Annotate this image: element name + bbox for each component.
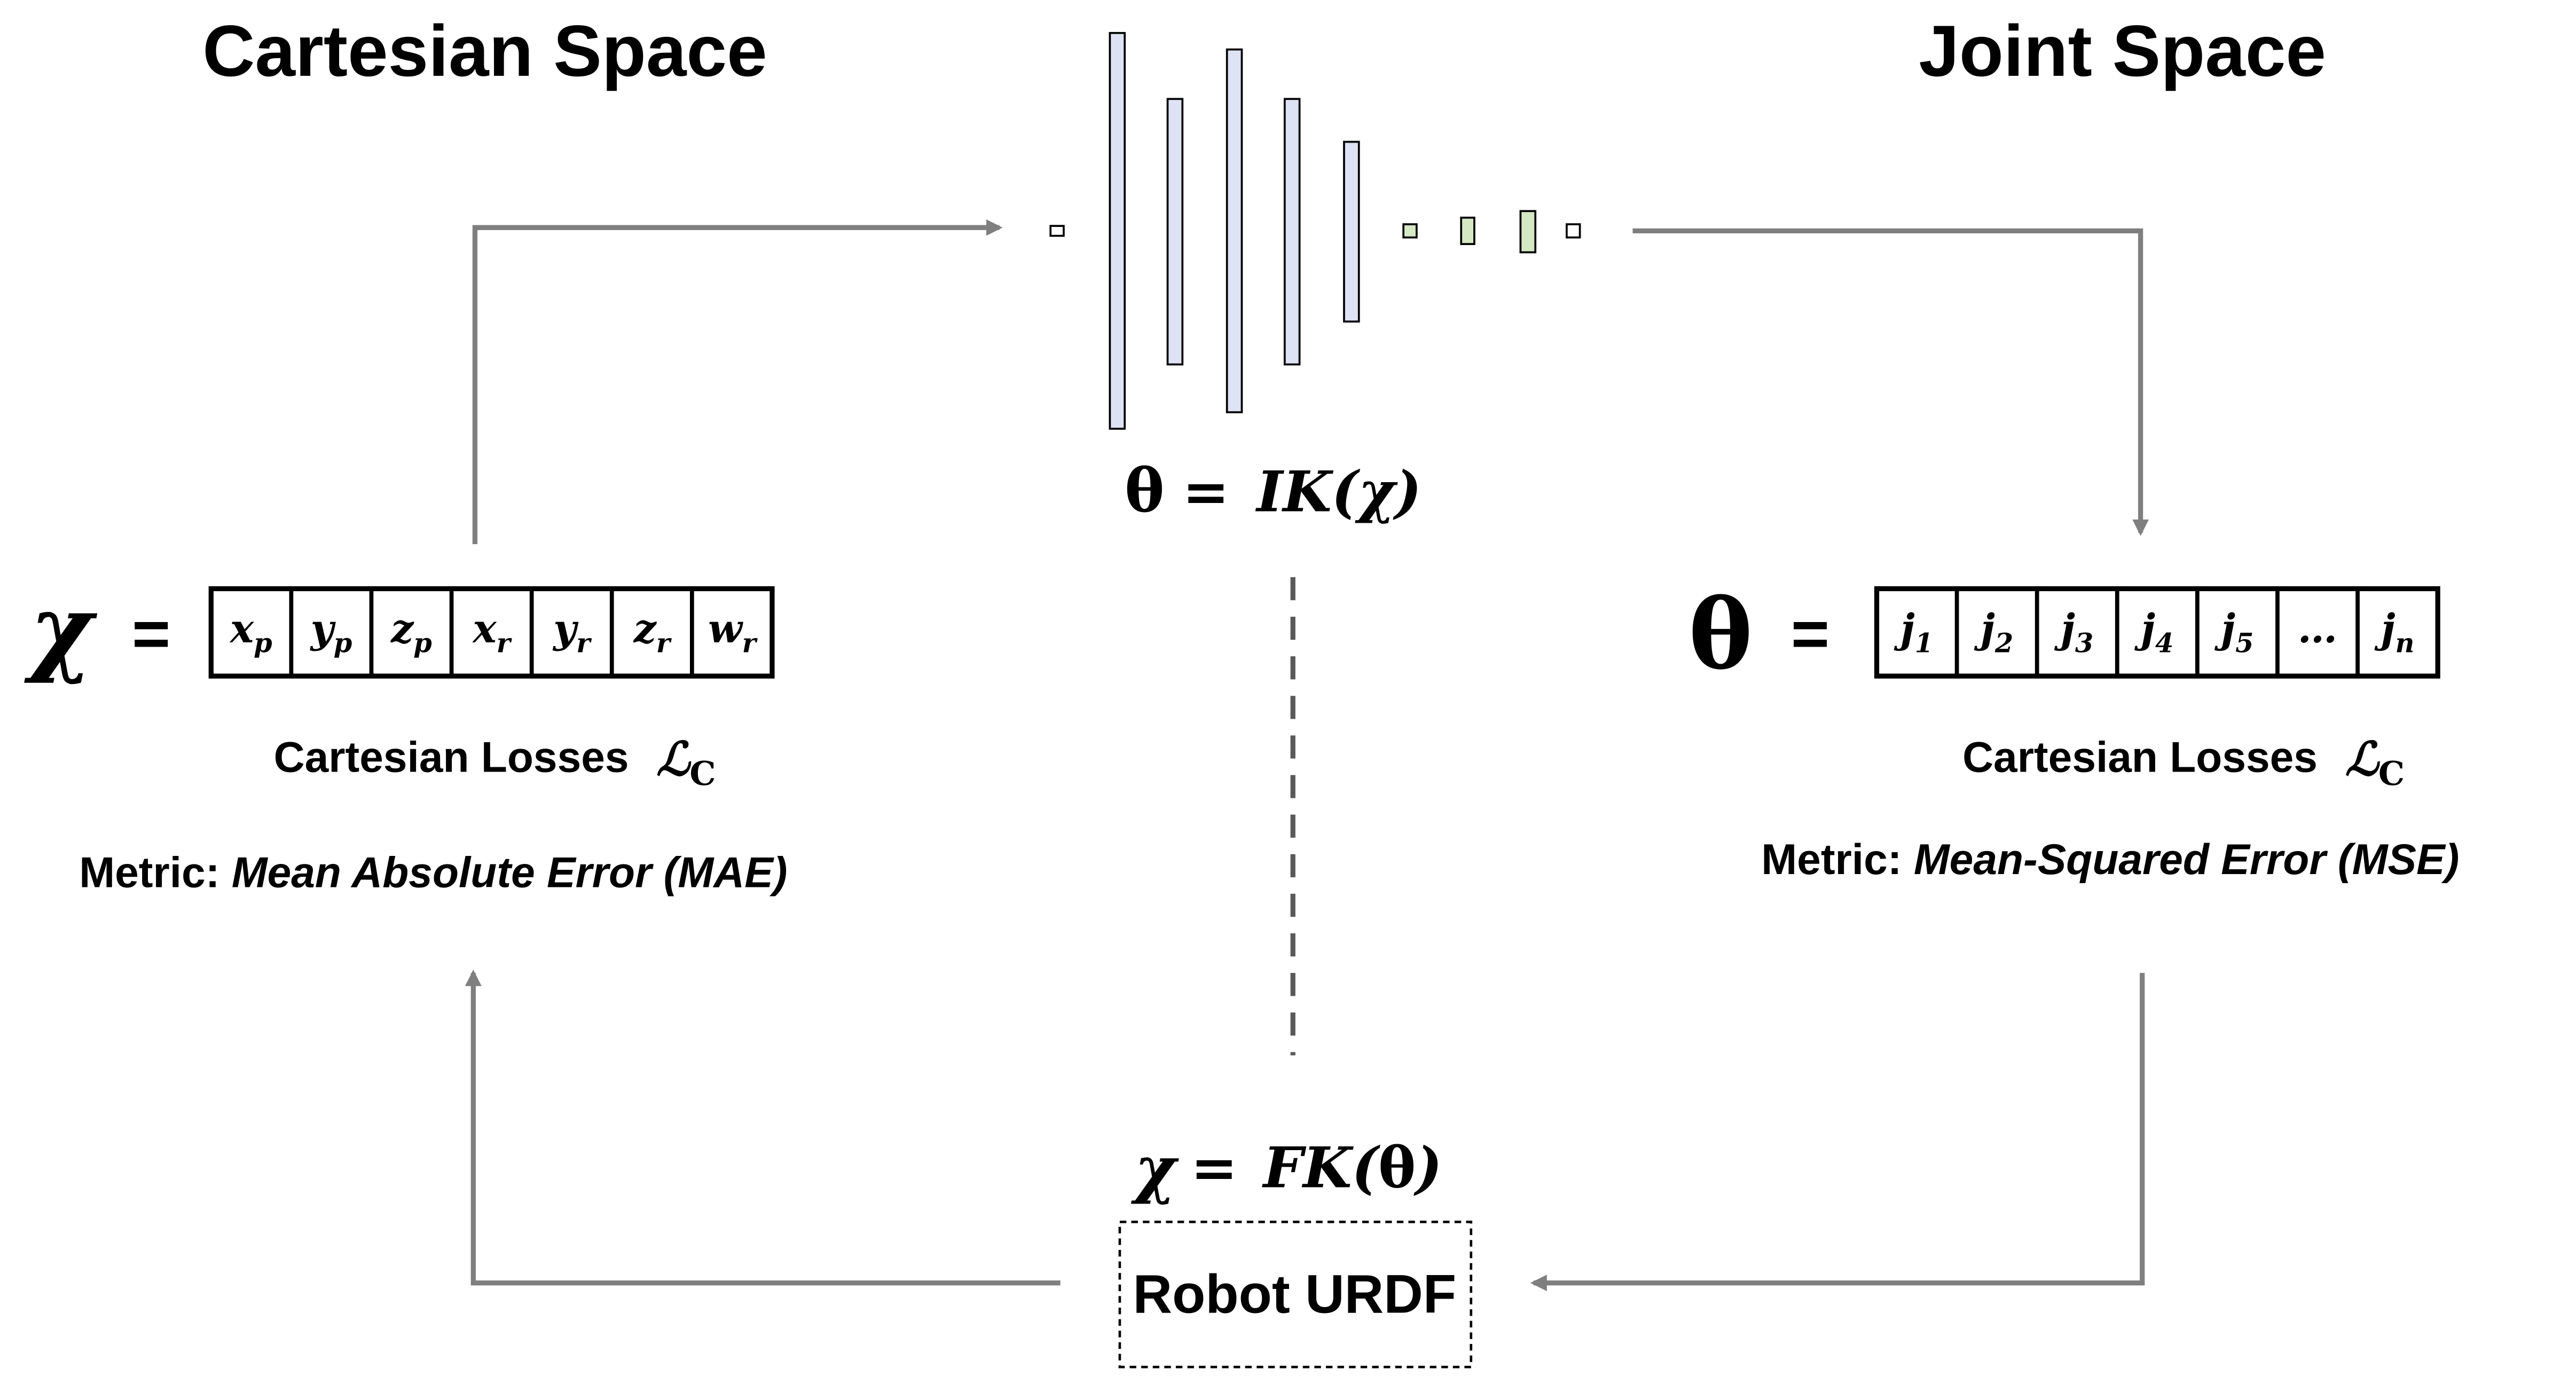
arrow-network-to-joint (1632, 228, 2149, 536)
nn-layer-3 (1166, 98, 1184, 366)
cartesian-vector-cell-7: wr (708, 605, 758, 659)
cartesian-space-title: Cartesian Space (202, 10, 767, 91)
nn-layer-10 (1566, 223, 1581, 239)
nn-layer-2 (1109, 32, 1126, 430)
nn-layer-5 (1283, 98, 1301, 366)
right-loss-label: Cartesian Losses (1962, 733, 2318, 781)
ik-equals: = (1182, 458, 1229, 524)
joint-vector-border (1874, 586, 2440, 679)
arrow-joint-to-urdf (1530, 973, 2145, 1292)
cartesian-vector-cell-6: zr (633, 605, 672, 659)
arrow-cartesian-to-network (472, 219, 1003, 545)
right-metric-value: Mean-Squared Error (MSE) (1914, 836, 2460, 884)
cartesian-vector-cell-4: xr (472, 605, 513, 659)
left-metric-prefix: Metric: (79, 849, 219, 897)
cartesian-vector-cell-3: zp (390, 605, 432, 659)
flow-arrows (465, 219, 2149, 1292)
left-metric: Metric: Mean Absolute Error (MAE) (79, 849, 787, 897)
right-metric: Metric: Mean-Squared Error (MSE) (1761, 836, 2459, 884)
urdf-label: Robot URDF (1133, 1263, 1457, 1324)
chi-symbol: χ (24, 573, 98, 686)
urdf-dashed-border (1118, 1221, 1473, 1369)
neural-network (1049, 32, 1581, 430)
left-loss-symbol: ℒC (656, 733, 716, 793)
nn-layer-1 (1049, 225, 1065, 237)
left-metric-value: Mean Absolute Error (MAE) (232, 849, 788, 897)
left-loss-label: Cartesian Losses (274, 733, 629, 781)
fk-chi: χ (1131, 1132, 1179, 1206)
robot-urdf-box: Robot URDF (1118, 1221, 1473, 1369)
joint-vector-cell-6: … (2298, 605, 2337, 652)
nn-layer-4 (1226, 48, 1243, 413)
cartesian-vector-cell-1: xp (229, 605, 272, 659)
fk-formula: χ = FK(θ) (1131, 1132, 1442, 1206)
ik-function: IK(χ) (1255, 458, 1421, 524)
fk-equals: = (1191, 1135, 1238, 1201)
right-loss-symbol: ℒC (2345, 733, 2405, 793)
cartesian-vector-cell-5: yr (552, 605, 592, 659)
left-equals-sign: = (132, 597, 170, 671)
arrow-urdf-to-cartesian (465, 969, 1061, 1286)
nn-layer-6 (1343, 140, 1360, 323)
ik-theta: θ (1125, 456, 1164, 525)
theta-symbol: θ (1688, 579, 1752, 691)
nn-layer-9 (1519, 210, 1537, 254)
cartesian-vector-cell-2: yp (310, 605, 352, 659)
nn-layer-7 (1402, 223, 1418, 239)
fk-function: FK(θ) (1262, 1135, 1442, 1201)
joint-space-title: Joint Space (1919, 10, 2326, 91)
nn-layer-8 (1460, 216, 1475, 245)
right-equals-sign: = (1791, 597, 1829, 671)
cartesian-vector-border (208, 586, 775, 679)
right-metric-prefix: Metric: (1761, 836, 1902, 884)
ik-formula: θ = IK(χ) (1125, 456, 1421, 525)
